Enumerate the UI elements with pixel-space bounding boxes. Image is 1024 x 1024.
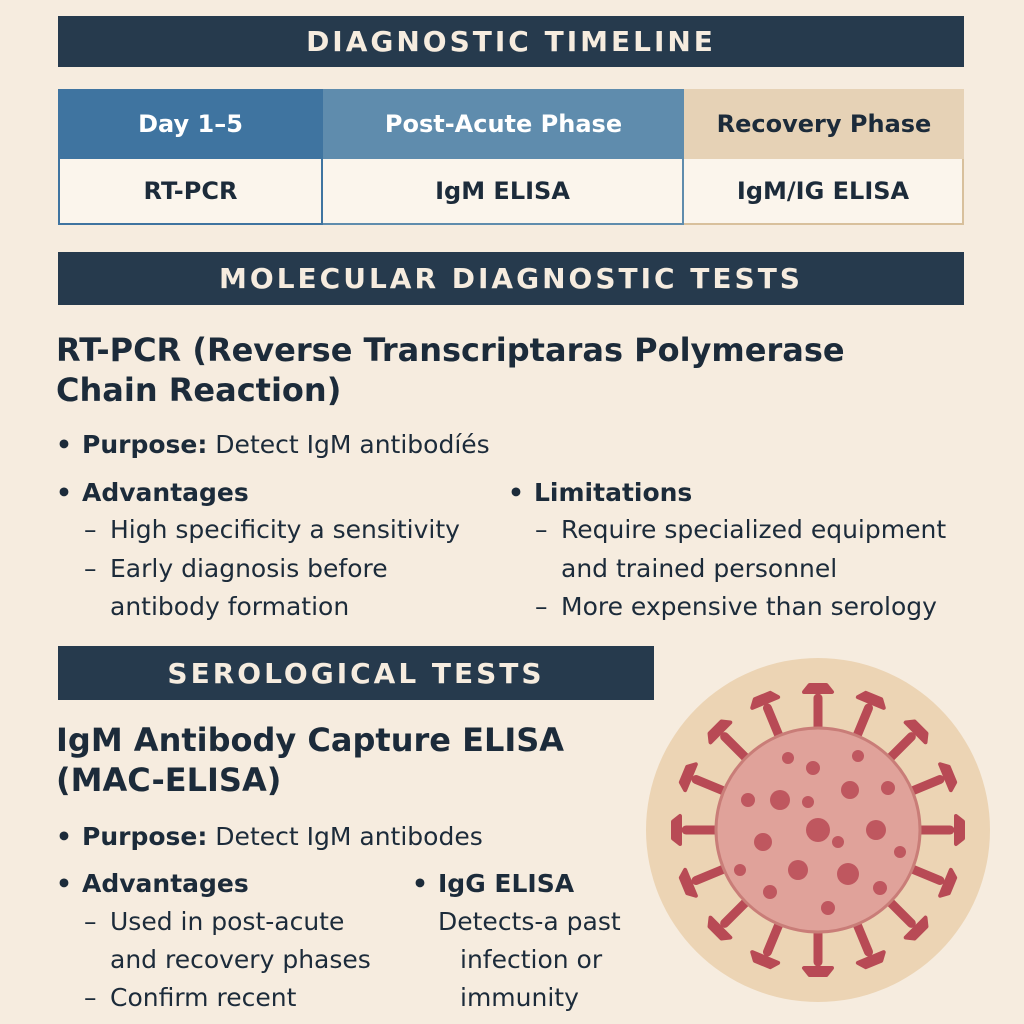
serological-test-title: IgM Antibody Capture ELISA (MAC-ELISA)	[56, 720, 636, 800]
bullet-dot: •	[412, 869, 428, 898]
virus-surface-dot	[873, 881, 887, 895]
molecular-purpose-text: Detect IgM antibodíés	[207, 430, 490, 459]
virus-surface-dot	[821, 901, 835, 915]
virus-surface-dot	[734, 864, 746, 876]
timeline-test-day1-5: RT-PCR	[58, 159, 323, 225]
timeline-banner: DIAGNOSTIC TIMELINE	[58, 16, 964, 67]
timeline-phase-post-acute: Post-Acute Phase	[323, 89, 684, 159]
igg-elisa-line: infection or	[460, 945, 603, 974]
serological-purpose-label: Purpose:	[82, 822, 208, 851]
virus-surface-dot	[852, 750, 864, 762]
virus-spike-head	[802, 966, 834, 977]
virus-spike-head	[938, 762, 958, 793]
virus-surface-dot	[894, 846, 906, 858]
virus-spike-head	[678, 867, 698, 898]
virus-spike-stem	[720, 732, 754, 766]
serological-advantage-continuation: and recovery phases	[110, 945, 371, 974]
molecular-limitation-text: More expensive than serology	[561, 592, 937, 621]
virus-surface-dot	[741, 793, 755, 807]
timeline-phase-recovery: Recovery Phase	[684, 89, 964, 159]
molecular-banner: MOLECULAR DIAGNOSTIC TESTS	[58, 252, 964, 305]
virus-surface-dot	[782, 752, 794, 764]
molecular-limitation-continuation: and trained personnel	[561, 554, 838, 583]
molecular-limitations-label: Limitations	[534, 478, 693, 507]
virus-surface-dot	[832, 836, 844, 848]
virus-surface-dot	[763, 885, 777, 899]
virus-spike-stem	[904, 774, 945, 797]
bullet-dot: •	[508, 478, 524, 507]
molecular-purpose-label: Purpose:	[82, 430, 208, 459]
virus-spike-stem	[904, 863, 945, 886]
timeline-test-recovery: IgM/IG ELISA	[684, 159, 964, 225]
virus-spike-head	[750, 690, 781, 710]
igg-elisa-line: Detects-a past	[438, 907, 621, 936]
serological-title-line2: (MAC-ELISA)	[56, 761, 282, 799]
molecular-limitation-text: Require specialized equipment	[561, 515, 947, 544]
virus-surface-dot	[806, 761, 820, 775]
molecular-test-title: RT-PCR (Reverse Transcriptaras Polymeras…	[56, 330, 856, 410]
virus-surface-dot	[866, 820, 886, 840]
virus-surface-dot	[802, 796, 814, 808]
igg-elisa-line: immunity	[460, 983, 579, 1012]
serological-advantages-label: Advantages	[82, 869, 249, 898]
molecular-title-line1: RT-PCR (Reverse Transcriptaras Polymeras…	[56, 331, 845, 369]
virus-surface-dot	[770, 790, 790, 810]
virus-spike-stem	[691, 774, 732, 797]
bullet-dot: •	[56, 478, 72, 507]
serological-banner: SEROLOGICAL TESTS	[58, 646, 654, 700]
virus-surface-dot	[788, 860, 808, 880]
serological-advantage-text: Confirm recent	[110, 983, 297, 1012]
virus-spike-stem	[882, 732, 916, 766]
virus-spike-head	[954, 814, 965, 846]
virus-spike-stem	[762, 703, 785, 744]
virus-spike-head	[903, 915, 929, 941]
bullet-dot: •	[56, 869, 72, 898]
bullet-dot: •	[56, 430, 72, 459]
virus-spike-head	[802, 683, 834, 694]
virus-spike-head	[855, 690, 886, 710]
virus-spike-stem	[691, 863, 732, 886]
virus-spike-head	[903, 719, 929, 745]
timeline-phase-day1-5: Day 1–5	[58, 89, 323, 159]
virus-spike-head	[707, 719, 733, 745]
virus-spike-head	[750, 950, 781, 970]
virus-surface-dot	[841, 781, 859, 799]
virus-spike-head	[678, 762, 698, 793]
timeline-table: Day 1–5 Post-Acute Phase Recovery Phase …	[58, 89, 964, 225]
molecular-title-line2: Chain Reaction)	[56, 371, 342, 409]
virus-spike-head	[855, 950, 886, 970]
virus-surface-dot	[837, 863, 859, 885]
virus-surface-dot	[754, 833, 772, 851]
molecular-advantage-text: Early diagnosis before	[110, 554, 388, 583]
serological-purpose-text: Detect IgM antibodes	[207, 822, 483, 851]
virus-spike-head	[671, 814, 682, 846]
molecular-advantage-text: High specificity a sensitivity	[110, 515, 460, 544]
bullet-dot: •	[56, 822, 72, 851]
virus-spike-stem	[851, 916, 874, 957]
virus-spike-head	[938, 867, 958, 898]
serological-advantage-text: Used in post-acute	[110, 907, 345, 936]
molecular-advantage-continuation: antibody formation	[110, 592, 350, 621]
timeline-test-post-acute: IgM ELISA	[323, 159, 684, 225]
igg-elisa-label: IgG ELISA	[438, 869, 575, 898]
molecular-advantages-label: Advantages	[82, 478, 249, 507]
virus-illustration	[646, 650, 1006, 1010]
virus-surface-dot	[806, 818, 830, 842]
virus-spike-stem	[882, 894, 916, 928]
virus-surface-dot	[881, 781, 895, 795]
virus-spike-stem	[720, 894, 754, 928]
virus-spike-stem	[851, 703, 874, 744]
virus-spike-stem	[762, 916, 785, 957]
virus-icon	[646, 658, 990, 1002]
serological-title-line1: IgM Antibody Capture ELISA	[56, 721, 565, 759]
virus-spike-head	[707, 915, 733, 941]
